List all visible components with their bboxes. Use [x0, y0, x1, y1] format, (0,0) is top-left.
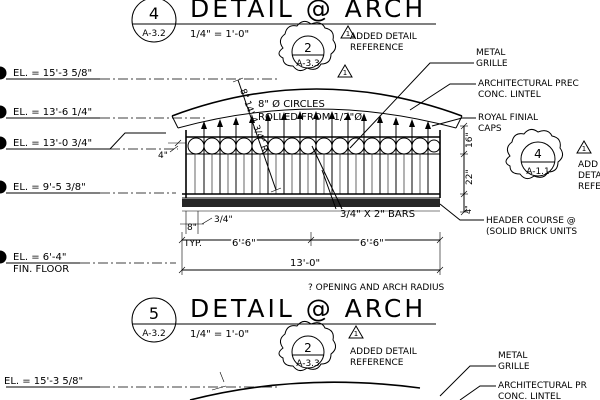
- reference-number: 2: [304, 41, 312, 55]
- revision-triangle: 1: [576, 140, 592, 154]
- arch-lintel-label-2: CONC. LINTEL: [478, 90, 541, 100]
- revision-mark: 1: [346, 30, 350, 38]
- reference-sheet: A-3.3: [296, 359, 320, 369]
- circle-row: [187, 137, 441, 155]
- arch-lintel-label-2: CONC. LINTEL: [498, 392, 561, 400]
- dim-line-total: [178, 266, 444, 274]
- header-course-label: HEADER COURSE @: [486, 216, 576, 226]
- detail-title: DETAIL @ ARCH: [190, 0, 426, 23]
- dim-typ: TYP.: [183, 239, 202, 249]
- detail-bubble-5: 5 A-3.2: [131, 297, 177, 343]
- metal-grille-label-2: GRILLE: [476, 59, 508, 69]
- circles-note-line2: ROLLED FROM 1/2"Ø: [258, 111, 362, 123]
- finial-caps: [201, 111, 431, 129]
- reference-sheet: A-3.3: [296, 59, 320, 69]
- vertical-bars: [194, 116, 429, 194]
- metal-grille: [182, 111, 441, 199]
- dim-16in: 16": [465, 132, 475, 148]
- detail-scale: 1/4" = 1'-0": [190, 329, 249, 340]
- elevation-label: EL. = 13'-6 1/4": [13, 107, 92, 118]
- reference-note-line1: ADDED DETAIL: [350, 32, 417, 42]
- finial-caps-label-2: CAPS: [478, 124, 502, 134]
- revision-mark: 1: [582, 145, 586, 153]
- revision-mark: 1: [343, 69, 347, 77]
- reference-cloud-bubble: 2 A-3.3: [278, 20, 337, 72]
- revision-triangle: 1: [337, 64, 353, 78]
- side-detail-bubble: 4 A-1.1: [505, 128, 564, 180]
- circles-note-line1: 8" Ø CIRCLES: [258, 98, 325, 110]
- revision-triangle: 1: [340, 25, 356, 39]
- dim-6-6-right: 6'-6": [360, 238, 384, 249]
- elevation-label: EL. = 15'-3 5/8": [4, 376, 83, 387]
- metal-grille-label: METAL: [498, 351, 527, 361]
- dim-3-4in: 3/4": [214, 215, 233, 225]
- right-vertical-dims: [460, 122, 468, 216]
- arch-lintel-label: ARCHITECTURAL PR: [498, 381, 587, 391]
- detail-bubble-number: 5: [149, 304, 159, 323]
- reference-note-line1: ADDED DETAIL: [350, 347, 417, 357]
- detail-bubble-sheet: A-3.2: [142, 329, 166, 339]
- dim-13-0: 13'-0": [290, 258, 320, 269]
- reference-note-line2: REFERENCE: [350, 358, 404, 368]
- revision-triangle: 1: [348, 325, 364, 339]
- revision-mark: 1: [354, 330, 358, 338]
- elevation-label: EL. = 13'-0 3/4": [13, 138, 92, 149]
- detail-bubble-sheet: A-3.2: [142, 29, 166, 39]
- detail-title: DETAIL @ ARCH: [190, 294, 426, 323]
- elevation-label: EL. = 15'-3 5/8": [13, 68, 92, 79]
- side-bubble-sheet: A-1.1: [526, 167, 550, 177]
- header-course-label-2: (SOLID BRICK UNITS: [486, 227, 577, 237]
- dim-22in: 22": [465, 169, 475, 185]
- dim-8in: 8": [187, 223, 197, 233]
- elevation-markers: [0, 66, 280, 264]
- side-note-3: REFE: [578, 182, 600, 192]
- header-course: [182, 199, 440, 212]
- fin-floor-label: FIN. FLOOR: [13, 264, 69, 275]
- opening-note: ? OPENING AND ARCH RADIUS: [308, 283, 445, 293]
- side-note-2: DETA: [578, 171, 600, 181]
- finial-caps-label: ROYAL FINIAL: [478, 113, 538, 123]
- reference-note-line2: REFERENCE: [350, 43, 404, 53]
- detail-bubble-number: 4: [149, 4, 159, 23]
- dim-line-66: [178, 232, 444, 275]
- side-note-1: ADD: [578, 160, 598, 170]
- reference-number: 2: [304, 341, 312, 355]
- detail-scale: 1/4" = 1'-0": [190, 29, 249, 40]
- elevation-label: EL. = 9'-5 3/8": [13, 182, 86, 193]
- reference-cloud-bubble: 2 A-3.3: [278, 320, 337, 372]
- side-bubble-number: 4: [534, 147, 542, 161]
- metal-grille-label-2: GRILLE: [498, 362, 530, 372]
- metal-grille-label: METAL: [476, 48, 505, 58]
- detail-bubble-4: 4 A-3.2: [131, 0, 177, 43]
- dim-4in-right: 4": [464, 205, 473, 214]
- elevation-label: EL. = 6'-4": [13, 252, 67, 263]
- bars-label: 3/4" X 2" BARS: [340, 209, 415, 220]
- dim-6-6-left: 6'-6": [232, 238, 256, 249]
- arch-lintel-label: ARCHITECTURAL PREC: [478, 79, 579, 89]
- dim-4in-left: 4": [158, 151, 168, 161]
